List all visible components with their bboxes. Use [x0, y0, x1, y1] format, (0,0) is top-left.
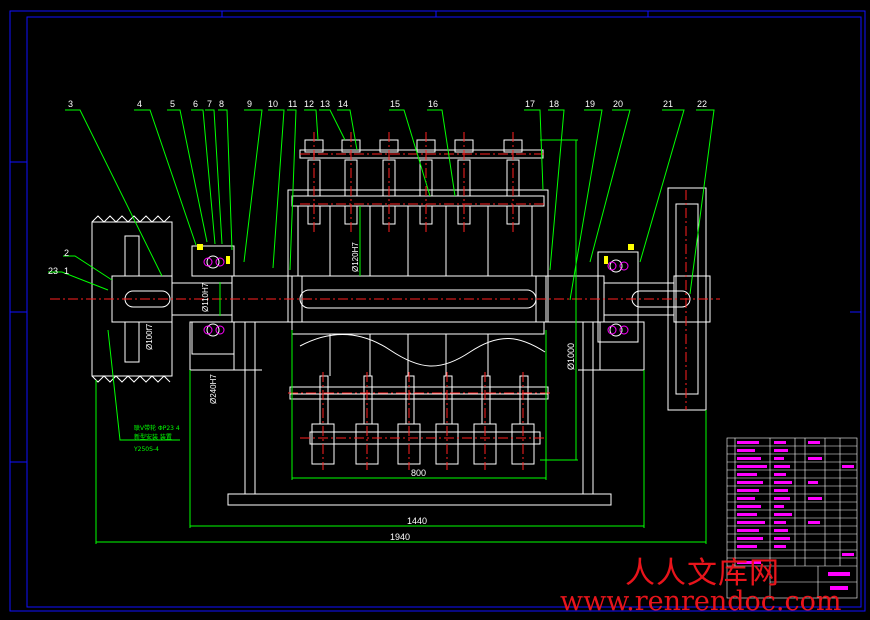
balloon-13: 13 — [320, 99, 330, 109]
top-paddles — [299, 139, 544, 276]
dimension-texts: 800 1440 1940 Ø1000 Ø110H7 Ø100f7 Ø120H7… — [145, 242, 576, 542]
balloon-4: 4 — [137, 99, 142, 109]
balloon-16: 16 — [428, 99, 438, 109]
sheet-frame — [9, 10, 866, 612]
balloon-11: 11 — [288, 99, 297, 109]
part-balloons: 3 4 5 6 7 8 9 10 11 12 13 14 15 16 17 18… — [48, 99, 707, 276]
centre-lines — [50, 132, 720, 470]
balloon-8: 8 — [219, 99, 224, 109]
balloon-21: 21 — [663, 99, 673, 109]
balloon-23: 23 — [48, 266, 58, 276]
motor-note: 联V带轮 ΦP23 4 新型安装 装置 Y250S-4 — [133, 424, 180, 453]
balloon-12: 12 — [304, 99, 314, 109]
dim-240: Ø240H7 — [209, 374, 218, 404]
mixer-drum — [287, 189, 549, 400]
balloon-18: 18 — [549, 99, 559, 109]
yellow-details — [197, 244, 634, 264]
dim-800: 800 — [411, 468, 426, 478]
balloon-19: 19 — [585, 99, 595, 109]
balloon-20: 20 — [613, 99, 623, 109]
dim-110: Ø110H7 — [201, 282, 210, 312]
bill-of-materials — [726, 437, 858, 599]
balloon-15: 15 — [390, 99, 400, 109]
balloon-10: 10 — [268, 99, 278, 109]
dimension-lines — [95, 139, 707, 544]
balloon-17: 17 — [525, 99, 535, 109]
watermark-cn: 人人文库网 — [625, 556, 780, 591]
bearings — [191, 245, 623, 355]
balloon-2: 2 — [64, 248, 69, 258]
balloon-3: 3 — [68, 99, 73, 109]
watermark-url[interactable]: www.renrendoc.com — [560, 586, 842, 617]
balloon-6: 6 — [193, 99, 198, 109]
balloon-14: 14 — [338, 99, 348, 109]
balloon-9: 9 — [247, 99, 252, 109]
dim-120: Ø120H7 — [351, 242, 360, 272]
motor-note-line3: Y250S-4 — [133, 446, 159, 453]
balloon-5: 5 — [170, 99, 175, 109]
balloon-22: 22 — [697, 99, 707, 109]
balloon-7: 7 — [207, 99, 212, 109]
section-markers — [203, 257, 629, 335]
bom-entries — [737, 441, 854, 590]
motor-note-line1: 联V带轮 ΦP23 4 — [134, 424, 180, 432]
motor-note-line2: 新型安装 装置 — [134, 433, 172, 441]
dim-1440: 1440 — [407, 516, 427, 526]
dim-1000: Ø1000 — [566, 343, 576, 370]
dim-100: Ø100f7 — [145, 323, 154, 350]
balloon-1: 1 — [64, 266, 69, 276]
v-belt-pulley — [91, 215, 173, 383]
leader-lines — [48, 109, 715, 441]
dim-1940: 1940 — [390, 532, 410, 542]
